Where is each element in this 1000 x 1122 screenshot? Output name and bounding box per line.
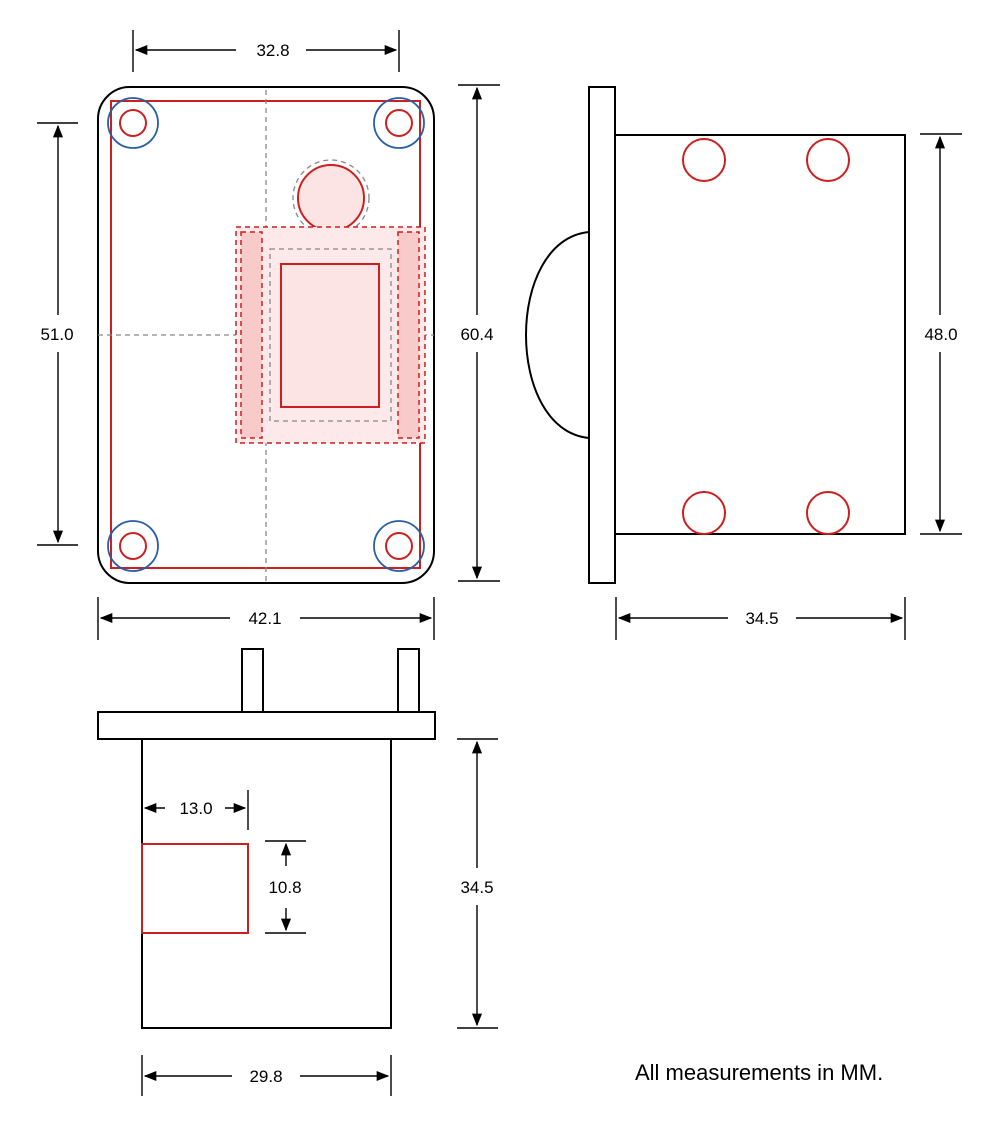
- dim-label-42-1: 42.1: [248, 609, 281, 628]
- mounting-hole-top-left: [107, 97, 159, 149]
- dim-label-13-0: 13.0: [179, 799, 212, 818]
- dim-top-total-width: 42.1: [97, 597, 435, 640]
- side-hole-top-right: [806, 138, 850, 182]
- dim-side-height: 48.0: [920, 133, 962, 535]
- side-view-button-profile: [525, 231, 590, 439]
- mounting-hole-bottom-right: [373, 520, 425, 572]
- dim-label-32-8: 32.8: [256, 41, 289, 60]
- dim-label-34-5-side: 34.5: [745, 609, 778, 628]
- side-hole-bottom-left: [682, 491, 726, 535]
- dim-top-hole-height: 51.0: [37, 122, 78, 546]
- side-view-body: [614, 134, 906, 535]
- side-view: 48.0 34.5: [525, 86, 962, 640]
- mounting-hole-bottom-left: [107, 520, 159, 572]
- dim-bottom-width: 29.8: [141, 1055, 392, 1096]
- bottom-view-pin-left: [241, 648, 264, 713]
- mounting-hole-top-right: [373, 97, 425, 149]
- switch-assembly: [235, 226, 426, 444]
- bottom-view-pin-right: [397, 648, 420, 713]
- dim-cutout-height: 10.8: [265, 840, 306, 934]
- top-view: 32.8 51.0 60.4 42.1: [37, 30, 500, 640]
- dim-label-10-8: 10.8: [268, 878, 301, 897]
- dim-label-34-5-bottom: 34.5: [460, 878, 493, 897]
- dim-top-hole-width: 32.8: [132, 30, 400, 72]
- bottom-view-flange: [97, 711, 436, 740]
- bottom-view: 13.0 10.8 34.5 29.8: [97, 648, 498, 1096]
- dim-cutout-offset: 13.0: [143, 790, 249, 830]
- units-note: All measurements in MM.: [635, 1060, 883, 1085]
- bottom-view-cutout: [141, 843, 249, 934]
- bottom-view-body: [141, 738, 392, 1029]
- dim-label-60-4: 60.4: [460, 325, 493, 344]
- dim-label-51-0: 51.0: [40, 325, 73, 344]
- dim-bottom-height: 34.5: [457, 738, 498, 1029]
- dim-label-29-8: 29.8: [249, 1067, 282, 1086]
- dim-top-total-height: 60.4: [458, 84, 500, 582]
- side-hole-bottom-right: [806, 491, 850, 535]
- round-button: [292, 159, 370, 237]
- dim-side-depth: 34.5: [615, 597, 906, 640]
- side-hole-top-left: [682, 138, 726, 182]
- side-view-flange: [588, 86, 616, 584]
- dim-label-48-0: 48.0: [924, 325, 957, 344]
